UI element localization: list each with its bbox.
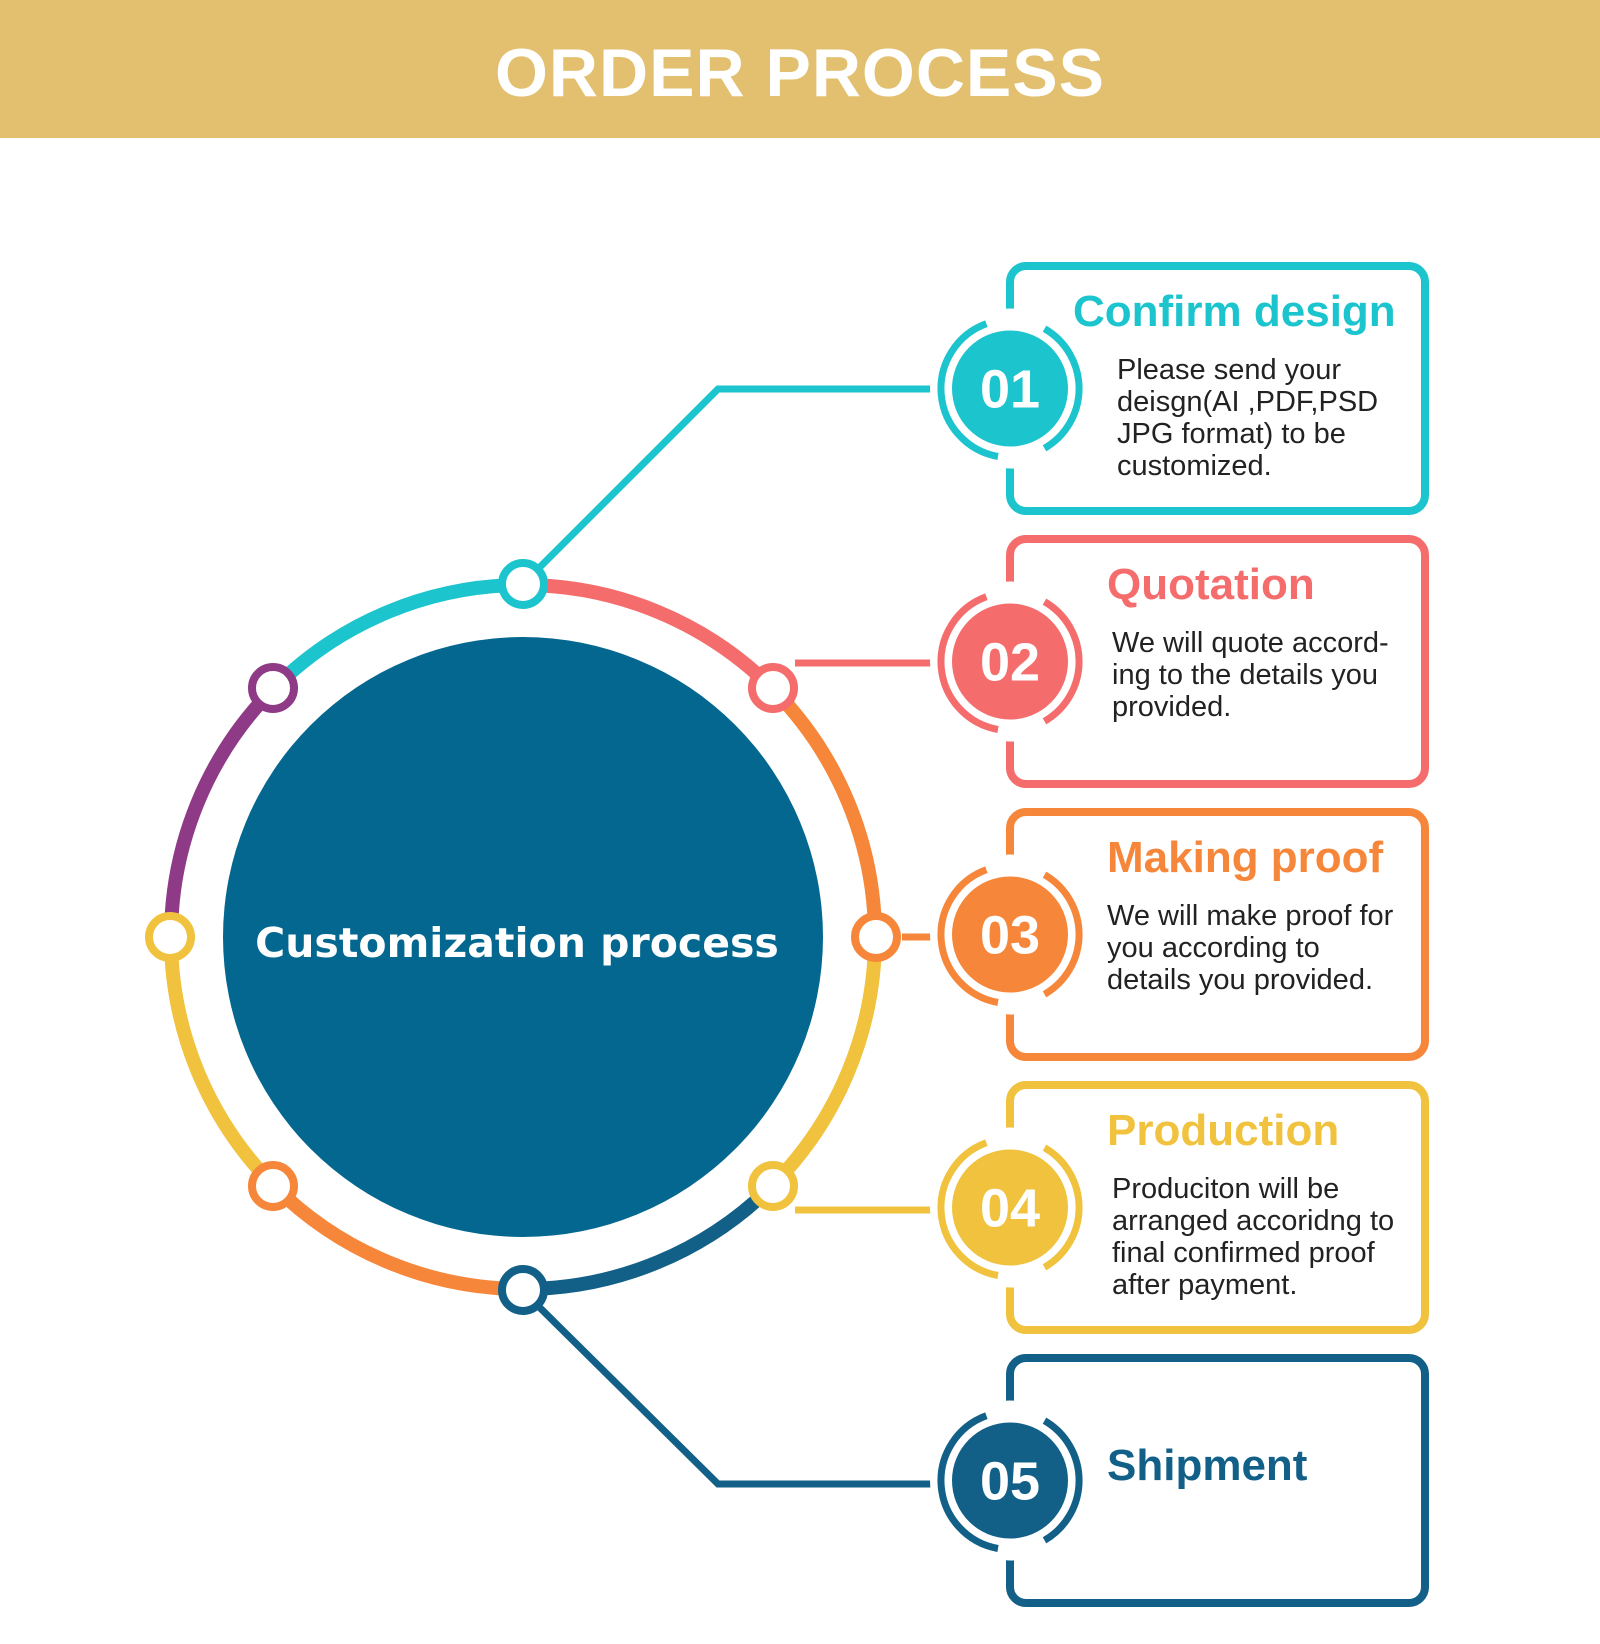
step-01-badge [952, 330, 1068, 447]
step-04-desc-line: arranged accoridng to [1112, 1205, 1394, 1237]
step-03-badge-arc-right [1042, 871, 1083, 998]
step-04-desc-line: final confirmed proof [1112, 1237, 1376, 1269]
ring-nodes [145, 559, 901, 1315]
step-02-badge [952, 603, 1068, 720]
step-01-desc-line: Please send your [1117, 354, 1341, 386]
step-03-badge [952, 876, 1068, 993]
ring-arc-orange-left [269, 1180, 524, 1296]
ring-node-lower-right [748, 1161, 798, 1211]
connector-01 [520, 385, 945, 587]
ring-node-upper-right [748, 663, 798, 713]
step-04-badge-arc-left [937, 1139, 999, 1279]
step-03: 03 Making proof We will make proof foryou … [930, 808, 1429, 1061]
connector-05 [520, 1288, 945, 1488]
step-03-desc-line: We will make proof for [1107, 900, 1394, 932]
step-02-desc-line: We will quote accord- [1112, 627, 1389, 659]
step-05-badge [952, 1422, 1068, 1539]
step-02-desc-line: provided. [1112, 691, 1231, 723]
step-03-badge-arc-left [937, 866, 999, 1006]
step-05-badge-arc-left [937, 1412, 999, 1552]
ring-arc-teal [269, 578, 524, 694]
ring-node-top [498, 559, 548, 609]
step-05-title: Shipment [1107, 1441, 1308, 1490]
step-01-badge-arc-right [1042, 325, 1083, 452]
step-02: 02 Quotation We will quote accord-ing to t… [930, 535, 1429, 788]
ring-node-left [145, 912, 195, 962]
ring-arc-yellow-right [766, 936, 882, 1191]
ring-arc-navy [522, 1180, 777, 1296]
step-03-number: 03 [980, 906, 1040, 966]
step-05-badge-arc-right [1042, 1417, 1083, 1544]
process-ring [164, 578, 882, 1296]
step-01-title: Confirm design [1073, 287, 1396, 336]
step-04-badge [952, 1149, 1068, 1266]
step-01-desc-line: deisgn(AI ,PDF,PSD [1117, 386, 1378, 418]
step-03-desc-line: details you provided. [1107, 964, 1373, 996]
ring-node-lower-left [248, 1161, 298, 1211]
ring-arc-orange-right [766, 683, 882, 938]
step-02-title: Quotation [1107, 560, 1315, 609]
step-02-badge-arc-right [1042, 598, 1083, 725]
page-title: ORDER PROCESS [495, 35, 1105, 111]
step-01-desc-line: JPG format) to be [1117, 418, 1346, 450]
center-label: Customization process [255, 919, 779, 967]
step-02-desc-line: ing to the details you [1112, 659, 1378, 691]
step-04-desc-line: Produciton will be [1112, 1173, 1339, 1205]
ring-arc-purple [164, 683, 280, 938]
step-04-desc-line: after payment. [1112, 1269, 1297, 1301]
step-04-number: 04 [980, 1179, 1040, 1239]
step-05: 05 Shipment [930, 1354, 1429, 1607]
step-04-badge-arc-right [1042, 1144, 1083, 1271]
step-03-desc-line: you according to [1107, 932, 1320, 964]
ring-node-right [851, 912, 901, 962]
header-banner [0, 0, 1600, 138]
connectors [520, 385, 945, 1488]
step-01-desc-line: customized. [1117, 450, 1272, 482]
ring-arc-yellow-left [164, 936, 280, 1191]
step-02-number: 02 [980, 633, 1040, 693]
center-circle [223, 637, 823, 1237]
step-05-number: 05 [980, 1452, 1040, 1512]
ring-node-upper-left [248, 663, 298, 713]
step-01-badge-arc-left [937, 320, 999, 460]
ring-arc-coral [522, 578, 777, 694]
step-02-badge-arc-left [937, 593, 999, 733]
step-04-title: Production [1107, 1106, 1339, 1155]
ring-node-bottom [498, 1265, 548, 1315]
step-01-number: 01 [980, 360, 1040, 420]
step-03-title: Making proof [1107, 833, 1384, 882]
